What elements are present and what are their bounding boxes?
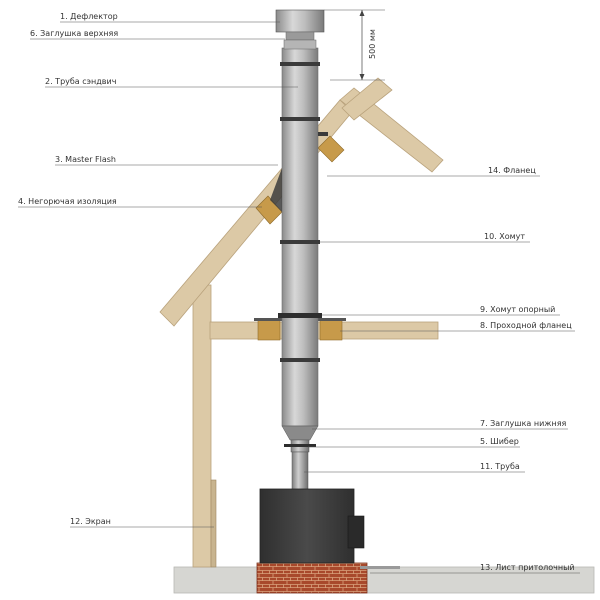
master-flash bbox=[270, 168, 282, 212]
deflector bbox=[275, 9, 325, 33]
dimension-text: 500 мм bbox=[368, 29, 377, 59]
label-support-clamp: 9. Хомут опорный bbox=[480, 305, 555, 314]
label-damper: 5. Шибер bbox=[480, 437, 519, 446]
label-ceiling-sheet: 13. Лист притолочный bbox=[480, 563, 575, 572]
stove-door bbox=[347, 515, 365, 549]
label-flange: 14. Фланец bbox=[488, 166, 536, 175]
roof-ridge bbox=[341, 77, 393, 121]
clamp bbox=[280, 358, 320, 362]
brick-base bbox=[256, 562, 368, 594]
label-sandwich-pipe: 2. Труба сэндвич bbox=[45, 77, 116, 86]
stove bbox=[259, 488, 355, 564]
deflector-neck bbox=[285, 31, 315, 41]
lower-cap bbox=[281, 425, 319, 441]
label-master-flash: 3. Master Flash bbox=[55, 155, 116, 164]
upper-cap bbox=[283, 39, 317, 50]
floor-slab bbox=[173, 566, 595, 594]
ceiling-insulation-left bbox=[257, 319, 281, 341]
label-clamp: 10. Хомут bbox=[484, 232, 525, 241]
label-upper-cap: 6. Заглушка верхняя bbox=[30, 29, 118, 38]
ceiling-sheet bbox=[360, 566, 400, 569]
label-passthrough-flange: 8. Проходной фланец bbox=[480, 321, 572, 330]
label-screen: 12. Экран bbox=[70, 517, 111, 526]
roof-insulation-right bbox=[317, 135, 345, 163]
label-pipe: 11. Труба bbox=[480, 462, 520, 471]
label-deflector: 1. Дефлектор bbox=[60, 12, 118, 21]
label-lower-cap: 7. Заглушка нижняя bbox=[480, 419, 567, 428]
clamp bbox=[280, 62, 320, 66]
label-insulation: 4. Негорючая изоляция bbox=[18, 197, 117, 206]
dimension-arrow-top bbox=[359, 10, 365, 16]
sandwich-pipe bbox=[281, 47, 319, 427]
roof-flange bbox=[318, 132, 328, 136]
support-clamp bbox=[278, 313, 322, 318]
clamp bbox=[280, 117, 320, 121]
screen-plate bbox=[210, 479, 217, 568]
ceiling-insulation-right bbox=[319, 319, 343, 341]
clamp bbox=[280, 240, 320, 244]
damper-handle bbox=[284, 444, 316, 447]
wall-post bbox=[192, 284, 212, 568]
dimension-arrow-bottom bbox=[359, 74, 365, 80]
